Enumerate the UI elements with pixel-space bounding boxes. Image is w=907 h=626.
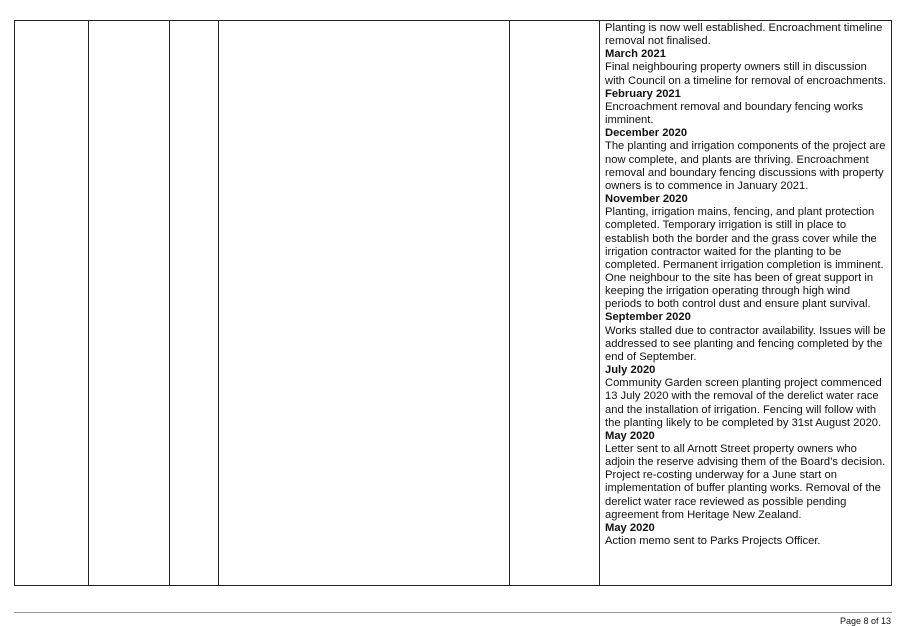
note-heading: May 2020	[605, 429, 655, 442]
note-text: Letter sent to all Arnott Street propert…	[605, 443, 886, 521]
note-text: Works stalled due to contractor availabi…	[605, 324, 886, 363]
note-heading: November 2020	[605, 193, 688, 206]
table-cell-empty	[218, 20, 510, 586]
table-cell-empty	[169, 20, 219, 586]
note-text: Planting, irrigation mains, fencing, and…	[605, 206, 884, 311]
note-text: The planting and irrigation components o…	[605, 140, 886, 192]
note-text: Encroachment removal and boundary fencin…	[605, 100, 864, 127]
table-cell-empty	[14, 20, 89, 586]
note-text: Action memo sent to Parks Projects Offic…	[605, 535, 821, 548]
note-text: Community Garden screen planting project…	[605, 377, 882, 429]
footer-divider	[14, 612, 892, 613]
note-heading: September 2020	[605, 311, 691, 324]
note-heading: March 2021	[605, 48, 666, 61]
note-heading: May 2020	[605, 521, 655, 534]
page-number: Page 8 of 13	[839, 616, 891, 626]
report-table: Planting is now well established. Encroa…	[14, 20, 892, 586]
table-cell-empty	[88, 20, 170, 586]
note-heading: December 2020	[605, 127, 688, 140]
note-text: Planting is now well established. Encroa…	[605, 22, 883, 48]
note-heading: July 2020	[605, 364, 656, 377]
note-heading: February 2021	[605, 87, 681, 100]
table-cell-empty	[509, 20, 600, 586]
note-text: Final neighbouring property owners still…	[605, 61, 887, 87]
table-row: Planting is now well established. Encroa…	[14, 20, 892, 586]
progress-notes-cell: Planting is now well established. Encroa…	[599, 20, 892, 586]
